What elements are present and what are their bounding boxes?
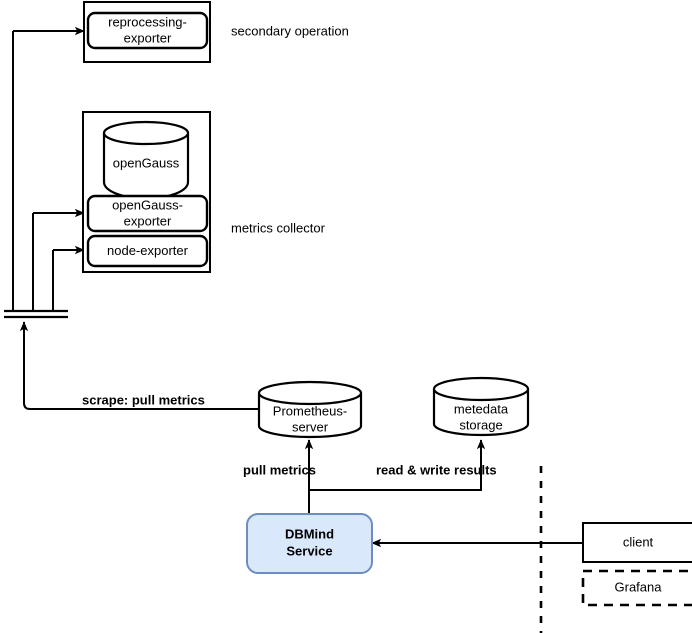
prometheus-cylinder-top	[257, 380, 363, 406]
node-grafana[interactable]: Grafana	[581, 569, 692, 607]
grafana-shape[interactable]	[581, 569, 692, 607]
edge-label-read-write-results: read & write results	[376, 462, 497, 477]
edge-label-scrape-pull-metrics: scrape: pull metrics	[82, 392, 205, 407]
metrics-collector-group: openGauss openGauss- exporter node-expor…	[82, 111, 326, 273]
grafana-label: Grafana	[615, 579, 663, 594]
node-exporter-label: node-exporter	[107, 243, 189, 258]
opengauss-cylinder-top	[102, 120, 190, 146]
node-opengauss-exporter[interactable]: openGauss- exporter	[86, 194, 209, 233]
prometheus-cylinder-body[interactable]	[257, 393, 363, 439]
client-shape[interactable]	[582, 522, 692, 563]
reprocessing-exporter-shape[interactable]	[86, 11, 209, 50]
dbmind-service-label-line1: DBMind	[285, 526, 334, 541]
annotation-metrics-collector: metrics collector	[231, 220, 326, 235]
node-opengauss-database[interactable]: openGauss	[102, 120, 190, 200]
metadata-storage-cylinder-top	[432, 376, 530, 402]
node-client[interactable]: client	[582, 522, 692, 563]
client-label: client	[623, 534, 654, 549]
prometheus-server-label-line2: server	[292, 419, 329, 434]
metadata-storage-label-line2: storage	[459, 417, 502, 432]
node-dbmind-service[interactable]: DBMind Service	[246, 513, 373, 574]
opengauss-exporter-shape[interactable]	[86, 194, 209, 233]
metadata-storage-label-line1: metedata	[454, 401, 509, 416]
edge-scrape-pull-metrics	[19, 321, 258, 410]
metadata-storage-cylinder-body[interactable]	[432, 389, 530, 437]
reprocessing-exporter-label-line1: reprocessing-	[108, 14, 187, 29]
opengauss-exporter-label-line1: openGauss-	[112, 197, 183, 212]
annotation-secondary-operation: secondary operation	[231, 23, 349, 38]
edge-read-write-results	[309, 439, 486, 491]
fanout-join-bar	[4, 309, 68, 319]
opengauss-database-label: openGauss	[113, 155, 180, 170]
secondary-operation-group: reprocessing- exporter secondary operati…	[83, 1, 349, 63]
node-prometheus-server[interactable]: Prometheus- server	[257, 380, 363, 439]
node-exporter-shape[interactable]	[86, 234, 209, 268]
connector-group	[4, 26, 583, 633]
prometheus-server-label-line1: Prometheus-	[273, 403, 347, 418]
opengauss-exporter-label-line2: exporter	[124, 213, 172, 228]
node-reprocessing-exporter[interactable]: reprocessing- exporter	[86, 11, 209, 50]
node-node-exporter[interactable]: node-exporter	[86, 234, 209, 268]
reprocessing-exporter-label-line2: exporter	[124, 30, 172, 45]
node-metadata-storage[interactable]: metedata storage	[432, 376, 530, 437]
edge-label-group: scrape: pull metrics pull metrics read &…	[82, 392, 497, 477]
dbmind-service-label-line2: Service	[286, 543, 332, 558]
edge-label-pull-metrics: pull metrics	[243, 462, 316, 477]
dbmind-service-shape[interactable]	[246, 513, 373, 574]
